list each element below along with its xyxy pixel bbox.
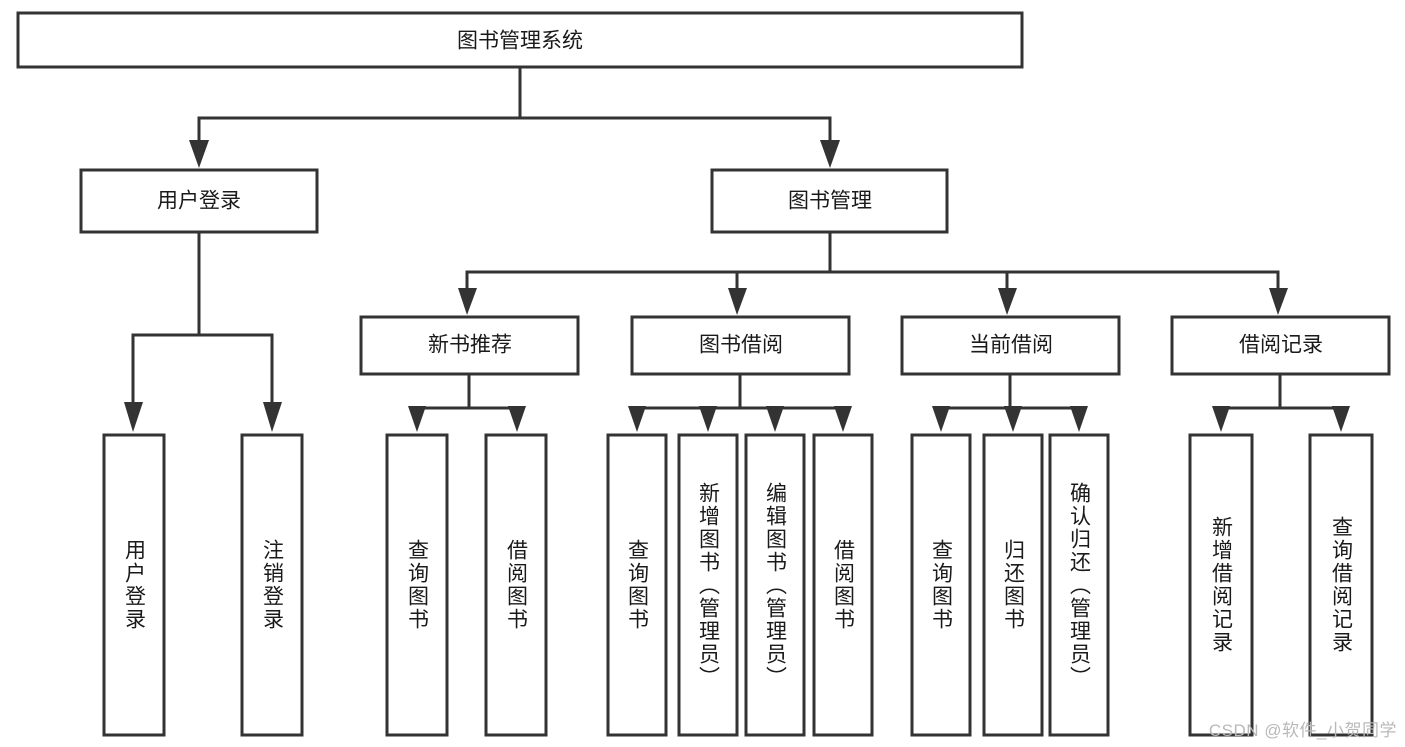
- node-book-borrow-box[interactable]: [630, 315, 851, 376]
- leaf-borrow-book-2-box[interactable]: [812, 433, 874, 737]
- node-root-label: 图书管理系统: [457, 30, 583, 53]
- arrow-leaf-logout: [263, 402, 282, 432]
- arrow-leaf-confirm-return: [1070, 406, 1088, 432]
- arrow-leaf-borrow-book-1: [508, 406, 526, 432]
- node-book-borrow[interactable]: 图书借阅: [630, 315, 851, 376]
- node-current-borrow[interactable]: 当前借阅: [900, 315, 1121, 376]
- arrow-leaf-edit-book: [766, 406, 784, 432]
- leaf-user-login-box[interactable]: [102, 433, 166, 737]
- leaf-add-book-box[interactable]: [677, 433, 739, 737]
- connectors-new-book-rec-subtree: [408, 372, 526, 432]
- arrow-leaf-borrow-book-2: [834, 406, 852, 432]
- arrow-leaf-query-record: [1332, 406, 1350, 432]
- arrow-current-borrow: [998, 288, 1017, 315]
- watermark-text: CSDN @软件_小贺同学: [1208, 721, 1397, 740]
- node-new-book-rec-label: 新书推荐: [428, 334, 512, 357]
- leaf-query-record-box[interactable]: [1308, 433, 1374, 737]
- arrow-leaf-query-book-1: [408, 406, 426, 432]
- connectors-root-level: [189, 65, 840, 168]
- arrow-leaf-return-book: [1004, 406, 1022, 432]
- node-new-book-rec[interactable]: 新书推荐: [359, 315, 580, 376]
- node-book-manage-box[interactable]: [710, 168, 949, 234]
- node-current-borrow-box[interactable]: [900, 315, 1121, 376]
- node-user-login[interactable]: 用户登录: [79, 168, 319, 234]
- leaf-logout-box[interactable]: [240, 433, 304, 737]
- leaf-query-book-2-box[interactable]: [606, 433, 668, 737]
- leaf-boxes-group: [102, 433, 1374, 737]
- leaf-query-book-3-box[interactable]: [910, 433, 972, 737]
- leaf-borrow-book-1-box[interactable]: [484, 433, 548, 737]
- connectors-current-borrow-subtree: [932, 372, 1088, 432]
- arrow-leaf-add-record: [1212, 406, 1230, 432]
- arrow-leaf-query-book-3: [932, 406, 950, 432]
- leaf-return-book-box[interactable]: [982, 433, 1044, 737]
- node-user-login-box[interactable]: [79, 168, 319, 234]
- leaf-query-book-1-box[interactable]: [385, 433, 449, 737]
- connectors-book-manage-subtree: [458, 230, 1288, 315]
- leaf-edit-book-box[interactable]: [744, 433, 806, 737]
- arrow-leaf-query-book-2: [628, 406, 646, 432]
- arrow-new-book-rec: [458, 288, 477, 315]
- node-root-box[interactable]: [16, 11, 1024, 69]
- node-borrow-record-label: 借阅记录: [1239, 334, 1323, 357]
- arrow-book-manage: [820, 140, 840, 168]
- node-borrow-record-box[interactable]: [1170, 315, 1391, 376]
- node-borrow-record[interactable]: 借阅记录: [1170, 315, 1391, 376]
- node-user-login-label: 用户登录: [157, 190, 241, 213]
- arrow-borrow-record: [1269, 288, 1288, 315]
- connectors-user-login-subtree: [124, 230, 282, 432]
- node-book-manage-label: 图书管理: [788, 190, 872, 213]
- node-root[interactable]: 图书管理系统: [16, 11, 1024, 69]
- arrow-leaf-user-login: [124, 402, 143, 432]
- node-new-book-rec-box[interactable]: [359, 315, 580, 376]
- node-book-borrow-label: 图书借阅: [699, 334, 783, 357]
- leaf-confirm-return-box[interactable]: [1048, 433, 1110, 737]
- arrow-user-login: [189, 140, 209, 168]
- node-current-borrow-label: 当前借阅: [969, 334, 1053, 357]
- leaf-add-record-box[interactable]: [1188, 433, 1254, 737]
- connectors-borrow-record-subtree: [1212, 372, 1350, 432]
- connectors-book-borrow-subtree: [628, 372, 852, 432]
- node-book-manage[interactable]: 图书管理: [710, 168, 949, 234]
- arrow-leaf-add-book: [699, 406, 717, 432]
- arrow-book-borrow: [728, 288, 747, 315]
